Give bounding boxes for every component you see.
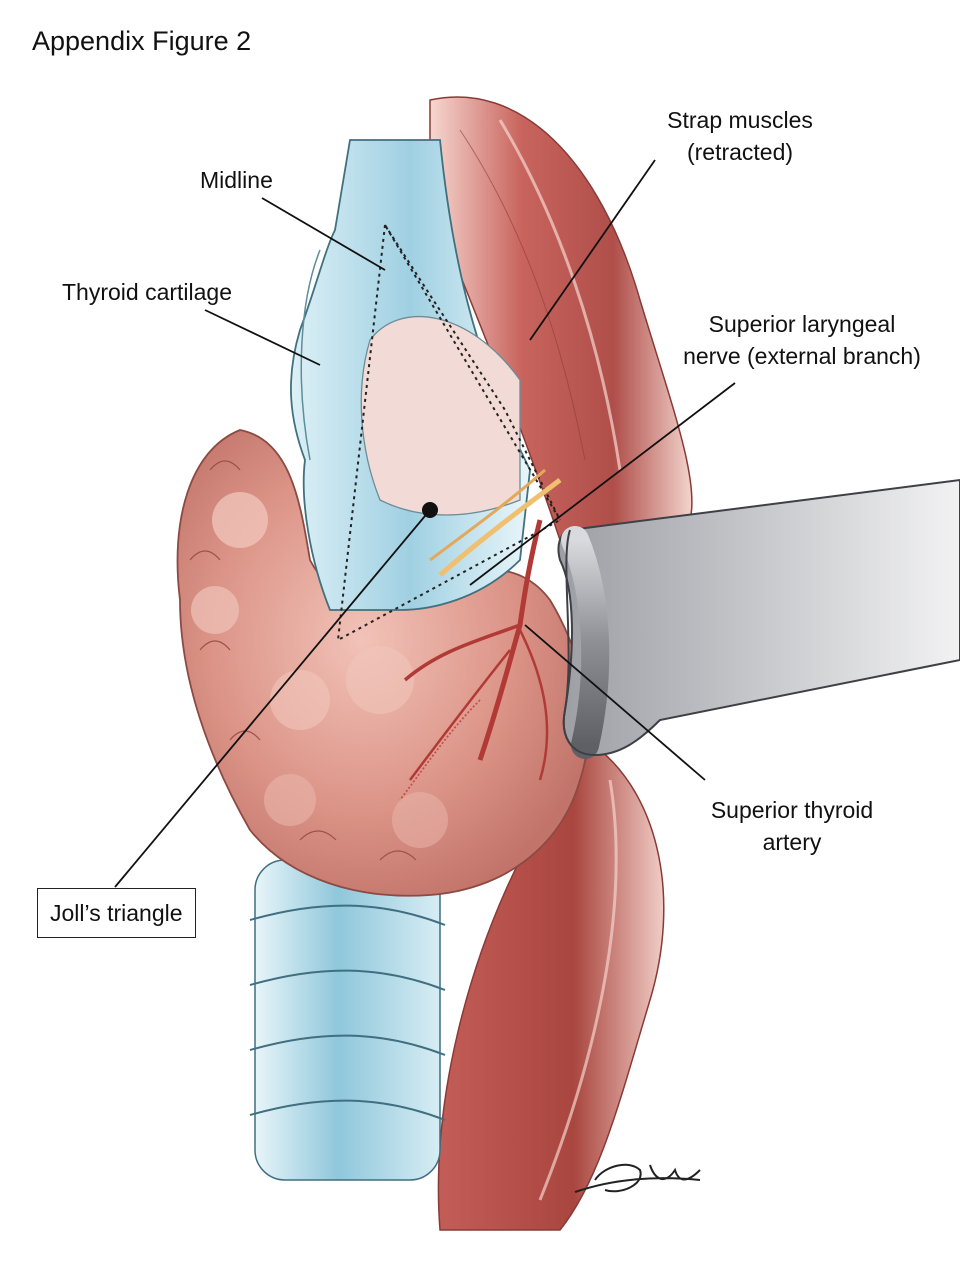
label-thyroid-cartilage-text: Thyroid cartilage (62, 279, 233, 305)
label-midline: Midline (200, 164, 273, 196)
strap-muscles-leader (529, 159, 656, 341)
label-strap-muscles: Strap muscles (retracted) (650, 104, 830, 168)
sta-leader (524, 624, 706, 781)
thyroid-cartilage-leader (204, 309, 321, 366)
label-superior-laryngeal-nerve: Superior laryngeal nerve (external branc… (672, 308, 932, 372)
label-sln-line1: Superior laryngeal (708, 311, 896, 337)
figure-title: Appendix Figure 2 (32, 26, 252, 56)
label-strap-muscles-line2: (retracted) (686, 139, 794, 165)
thyroid-cartilage (290, 139, 531, 611)
sln-leader (469, 382, 736, 586)
label-jolls-triangle-text: Joll’s triangle (50, 900, 183, 926)
leader-lines (114, 159, 736, 888)
trachea (249, 859, 446, 1181)
label-thyroid-cartilage: Thyroid cartilage (62, 276, 232, 308)
strap-muscles-upper (429, 96, 693, 541)
superior-laryngeal-nerve (429, 468, 562, 577)
label-sta-line2: artery (762, 829, 822, 855)
label-superior-thyroid-artery: Superior thyroid artery (692, 794, 892, 858)
midline-leader (261, 197, 386, 271)
label-jolls-triangle: Joll’s triangle (37, 888, 196, 938)
superior-thyroid-artery (399, 519, 549, 801)
signature (574, 1163, 701, 1193)
label-sta-line1: Superior thyroid (710, 797, 874, 823)
retractor (557, 478, 960, 759)
label-midline-text: Midline (200, 167, 273, 193)
jolls-triangle-leader (114, 509, 431, 888)
jolls-triangle-outline (336, 221, 562, 642)
label-sln-line2: nerve (external branch) (683, 343, 921, 369)
thyroid-gland (176, 429, 589, 897)
label-strap-muscles-line1: Strap muscles (667, 107, 813, 133)
